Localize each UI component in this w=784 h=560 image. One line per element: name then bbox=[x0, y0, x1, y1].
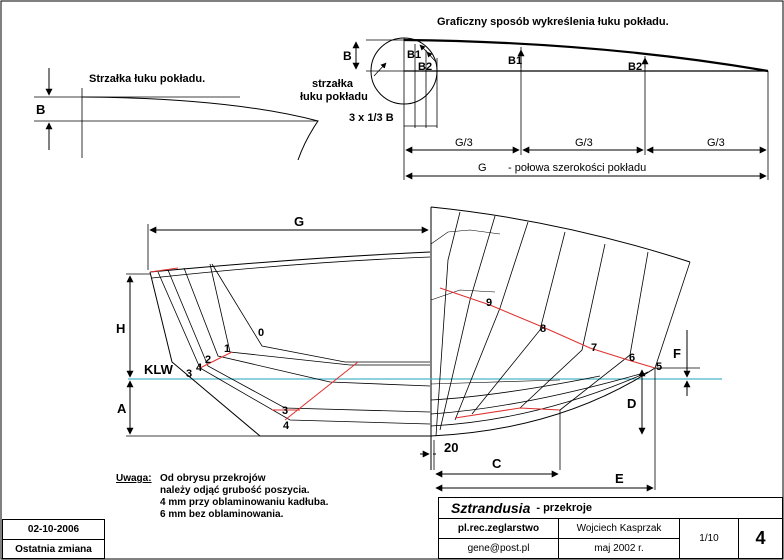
r-bottom-1 bbox=[430, 367, 656, 437]
note-line4: 6 mm bez oblaminowania. bbox=[160, 509, 284, 520]
stn-3b: 3 bbox=[282, 405, 288, 417]
dim-20-label: 20 bbox=[444, 440, 458, 455]
red-diag-right bbox=[439, 287, 656, 369]
r-stn-b bbox=[439, 215, 496, 431]
r-bottom-5 bbox=[430, 379, 561, 385]
b2-small-arrow bbox=[426, 51, 437, 63]
note-line3: 4 mm przy oblaminowaniu kadłuba. bbox=[160, 497, 329, 508]
author-box: Wojciech Kasprzak bbox=[558, 518, 680, 539]
stn-1: 1 bbox=[224, 343, 230, 355]
h-label: H bbox=[116, 321, 125, 336]
email-box: gene@post.pl bbox=[438, 538, 559, 559]
hull-sec-3 bbox=[167, 269, 431, 413]
a-label: A bbox=[117, 401, 127, 416]
red-diag-left-mid bbox=[199, 351, 233, 369]
r-stn-f bbox=[559, 251, 649, 411]
hull-sec-0 bbox=[211, 263, 430, 363]
sheer-line-right bbox=[430, 206, 691, 263]
r-fan-mid bbox=[430, 289, 496, 301]
body-plan: G KLW H A 0 1 2 3 4 3 4 bbox=[116, 206, 722, 492]
stn-3: 3 bbox=[186, 368, 192, 380]
b2-small-label: B2 bbox=[418, 61, 432, 73]
sheer-line-left bbox=[149, 251, 431, 273]
b2-label: B2 bbox=[628, 61, 642, 73]
scale-box: 1/10 bbox=[679, 518, 739, 559]
d-label: D bbox=[627, 396, 636, 411]
stn-6: 6 bbox=[629, 352, 635, 364]
c-label: C bbox=[492, 456, 502, 471]
r-stn-g bbox=[654, 261, 691, 369]
note-block: Uwaga: Od obrysu przekrojów należy odjąć… bbox=[116, 473, 329, 520]
r-stn-a bbox=[435, 211, 461, 437]
stn-4: 4 bbox=[196, 362, 203, 374]
camber-sketch: Strzałka łuku pokładu. B bbox=[34, 68, 319, 161]
e-label: E bbox=[615, 471, 624, 486]
note-heading: Uwaga: bbox=[116, 473, 152, 484]
b-label-top: B bbox=[343, 49, 352, 63]
g3-label-3: G/3 bbox=[707, 137, 725, 149]
date2-box: maj 2002 r. bbox=[558, 538, 680, 559]
g3-label-1: G/3 bbox=[455, 137, 473, 149]
red-diag-left-low bbox=[284, 361, 359, 421]
three-third-label: 3 x 1/3 B bbox=[349, 112, 394, 124]
deck-arc bbox=[403, 38, 769, 73]
stn-2: 2 bbox=[205, 354, 211, 366]
drawing-title: Sztrandusia bbox=[451, 500, 531, 516]
g3-label-2: G/3 bbox=[575, 137, 593, 149]
red-diag-left-top bbox=[149, 267, 179, 273]
r-stn-d bbox=[471, 231, 566, 415]
g-desc: - połowa szerokości pokładu bbox=[508, 162, 646, 174]
method-title: Graficzny sposób wykreślenia łuku pokład… bbox=[437, 16, 669, 28]
strzalka-line2: łuku pokładu bbox=[300, 91, 368, 103]
note-line1: Od obrysu przekrojów bbox=[160, 473, 266, 484]
bp-g-label: G bbox=[294, 214, 304, 229]
note-line2: należy odjąć grubość poszycia. bbox=[160, 485, 310, 496]
stn-0: 0 bbox=[258, 327, 264, 339]
g-label-top: G bbox=[478, 162, 487, 174]
deck-camber-method: Graficzny sposób wykreślenia łuku pokład… bbox=[300, 16, 769, 180]
r-fan-top bbox=[430, 229, 501, 245]
stn-9: 9 bbox=[486, 297, 492, 309]
b1-label: B1 bbox=[508, 55, 522, 67]
f-label: F bbox=[673, 346, 681, 361]
drawing-subtitle: - przekroje bbox=[536, 502, 592, 514]
red-diag-right-low bbox=[454, 407, 561, 419]
r-bottom-4 bbox=[430, 375, 601, 401]
camber-title: Strzałka łuku pokładu. bbox=[89, 73, 205, 85]
hull-outer-left bbox=[149, 271, 430, 437]
sheet-number-box: 4 bbox=[738, 518, 783, 559]
sheer-line-left-2 bbox=[151, 256, 431, 279]
r-bottom-3 bbox=[430, 373, 641, 415]
hull-sec-2 bbox=[183, 267, 431, 387]
r-bottom-2 bbox=[430, 371, 649, 427]
r-stn-e bbox=[519, 243, 606, 409]
strzalka-line1: strzałka bbox=[312, 78, 354, 90]
strzalka-arrow bbox=[373, 62, 387, 77]
camber-curve bbox=[81, 96, 319, 161]
hull-sec-4 bbox=[157, 271, 431, 425]
last-change-box: Ostatnia zmiana bbox=[2, 539, 105, 559]
date-box: 02-10-2006 bbox=[2, 519, 105, 540]
stn-5: 5 bbox=[656, 361, 662, 373]
hull-sec-1 bbox=[209, 263, 430, 366]
title-box: Sztrandusia - przekroje bbox=[438, 497, 783, 519]
b1-small-label: B1 bbox=[407, 49, 421, 61]
stn-4b: 4 bbox=[283, 420, 290, 432]
klw-label: KLW bbox=[144, 362, 174, 377]
stn-7: 7 bbox=[591, 342, 597, 354]
camber-b-label: B bbox=[36, 102, 45, 117]
stn-8: 8 bbox=[540, 323, 546, 335]
org-box: pl.rec.zeglarstwo bbox=[438, 518, 559, 539]
